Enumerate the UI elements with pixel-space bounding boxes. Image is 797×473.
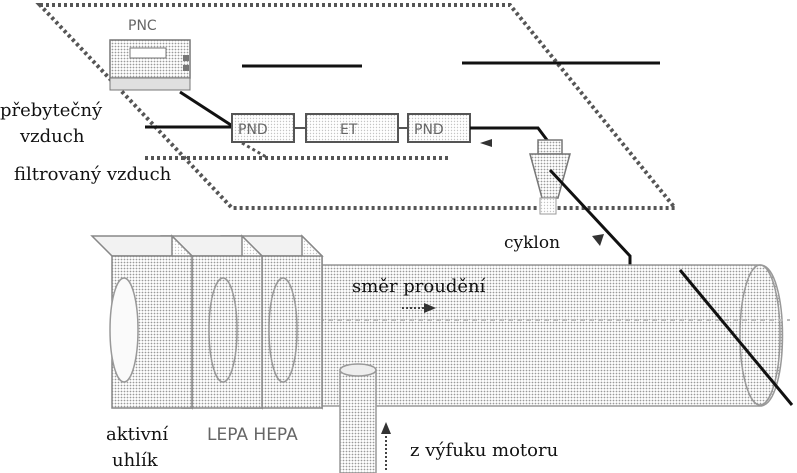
et-label: ET xyxy=(340,122,358,138)
sample-line-to-cyclone xyxy=(470,126,552,145)
flow-direction-arrow xyxy=(402,303,436,313)
activated-carbon-block xyxy=(90,234,194,410)
exhaust-label: z výfuku motoru xyxy=(410,440,558,461)
pnc-label: PNC xyxy=(128,18,157,34)
sampling-platform-outline xyxy=(35,3,680,210)
flow-arrow-small xyxy=(480,139,492,147)
tunnel-diagonal-line xyxy=(678,269,794,406)
pnc-line xyxy=(179,90,235,129)
filtered-air-branch xyxy=(241,141,269,160)
activated-carbon-label-line2: uhlík xyxy=(112,450,159,471)
pnd-left-label: PND xyxy=(238,122,268,138)
flow-direction-label: směr proudění xyxy=(352,276,486,297)
probe-flow-arrow xyxy=(592,234,604,246)
excess-air-label-line1: přebytečný xyxy=(0,100,103,121)
excess-air-label-line2: vzduch xyxy=(19,126,85,147)
activated-carbon-label-line1: aktivní xyxy=(106,424,168,445)
pnc-counter xyxy=(109,39,191,91)
exhaust-inlet-pipe xyxy=(339,363,377,473)
pnd-left-box xyxy=(231,113,295,143)
pnd-right-label: PND xyxy=(414,122,444,138)
filtered-air-label: filtrovaný vzduch xyxy=(14,164,172,185)
cyclone xyxy=(529,139,571,215)
lepa-filter-block xyxy=(160,234,264,410)
filters-label: LEPA HEPA xyxy=(207,425,298,445)
dilution-tunnel xyxy=(309,264,790,407)
cyclone-label: cyklon xyxy=(504,233,560,253)
exhaust-flow-arrow xyxy=(381,422,391,470)
